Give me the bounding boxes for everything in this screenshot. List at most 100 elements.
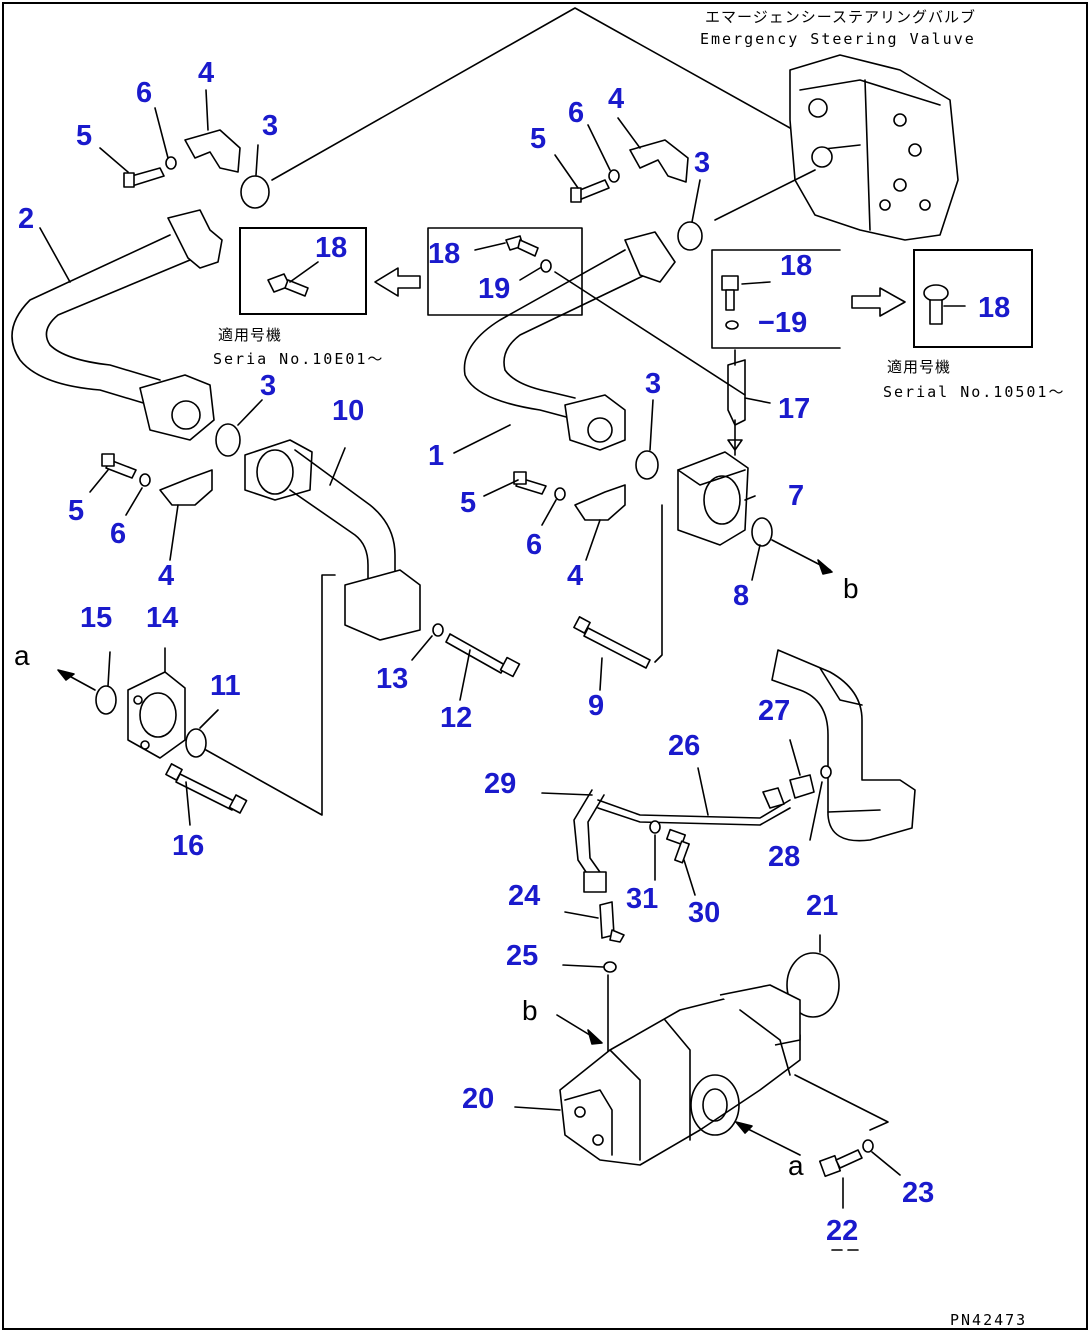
bolt-18b [505,235,539,257]
washer-6b [608,169,620,183]
leader-11-to-pipe10 [205,574,336,816]
leader-5b [554,154,579,189]
inset-middle-bracket [427,227,583,316]
bolt-18d [923,284,949,325]
leader-10 [329,447,346,486]
label-part-19b: −19 [758,307,807,339]
arrow-to-inset-left [374,267,421,297]
leader-29 [541,792,593,796]
label-part-24: 24 [508,880,540,912]
label-part-26: 26 [668,730,700,762]
leader-26 [697,767,709,816]
leader-3b [691,179,701,223]
leader-6a [154,107,169,159]
leader-12 [459,649,471,701]
washer-6c [139,473,151,487]
label-part-3c: 3 [260,370,276,402]
o-ring-15 [95,685,117,715]
hose-26 [597,799,791,826]
leader-23 [871,1151,901,1176]
leader-4b [617,117,641,149]
label-part-6c: 6 [110,518,126,550]
label-part-29: 29 [484,768,516,800]
bolt-18c [721,275,739,311]
washer-23 [862,1139,874,1153]
clamp-4c [159,469,213,506]
bolt-16 [165,763,248,814]
label-part-8: 8 [733,580,749,612]
leader-24 [564,911,599,919]
leader-17 [744,397,771,404]
label-part-3b: 3 [694,147,710,179]
bolt-22 [818,1149,863,1178]
o-ring-8 [751,517,773,547]
bolt-5c [101,453,137,479]
serial-note-right-en: Serial No.10501～ [883,383,1065,401]
connector-b-lower: b [522,995,538,1026]
leader-1 [453,424,511,454]
bolt-9 [573,616,651,669]
label-part-31: 31 [626,883,658,915]
label-part-11: 11 [210,670,241,702]
label-part-30: 30 [688,897,720,929]
leader-27 [789,739,801,776]
label-part-6d: 6 [526,529,542,561]
washer-19b [725,320,739,330]
bolt-5d [513,471,547,495]
label-part-18a: 18 [315,232,347,264]
connector-a-left: a [14,640,30,671]
bolt-30 [665,828,690,864]
label-part-17: 17 [778,393,810,425]
o-ring-3d [635,450,659,480]
label-part-18c: 18 [780,250,812,282]
label-part-19a: 19 [478,273,510,305]
leader-16 [185,781,191,826]
leader-3c [237,399,263,426]
leader-23-to-pump [794,1074,889,1131]
label-part-18b: 18 [428,238,460,270]
label-part-5b: 5 [530,123,546,155]
leader-19-to-bracket [554,271,746,396]
leader-25 [562,964,604,968]
leader-18b [474,242,506,251]
leader-3a-to-valve [271,7,791,181]
inset-right-bracket [711,249,841,349]
label-part-14: 14 [146,602,178,634]
elbow-24 [599,901,625,943]
label-part-23: 23 [902,1177,934,1209]
label-part-15: 15 [80,602,112,634]
valve-label-en: Emergency Steering Valuve [700,30,976,48]
hose-29 [573,789,607,893]
leader-13 [411,635,433,661]
leader-6d [541,499,557,526]
block-7 [677,451,749,546]
leader-18c [741,281,771,285]
pipe-10 [244,439,421,641]
clamp-4b [629,139,689,183]
connector-b-upper: b [843,573,859,604]
leader-5d [483,479,519,497]
serial-note-left-jp: 適用号機 [218,326,282,344]
label-part-3a: 3 [262,110,278,142]
label-part-12: 12 [440,702,472,734]
washer-19a [540,259,552,273]
label-part-27: 27 [758,695,790,727]
o-ring-25 [603,961,617,973]
o-ring-3c [215,423,241,457]
washer-31 [649,820,661,834]
label-part-4d: 4 [567,560,583,592]
label-part-1: 1 [428,440,444,472]
pipe-1 [463,231,676,451]
washer-6a [165,156,177,170]
label-part-4a: 4 [198,57,214,89]
label-part-6a: 6 [136,77,152,109]
label-part-5a: 5 [76,120,92,152]
leader-4c [169,504,179,561]
label-part-9: 9 [588,690,604,722]
arrow-a-lower [739,1124,801,1156]
label-part-13: 13 [376,663,408,695]
drawing-code: PN42473 [950,1311,1027,1329]
serial-note-left-en: Seria No.10E01～ [213,350,384,368]
